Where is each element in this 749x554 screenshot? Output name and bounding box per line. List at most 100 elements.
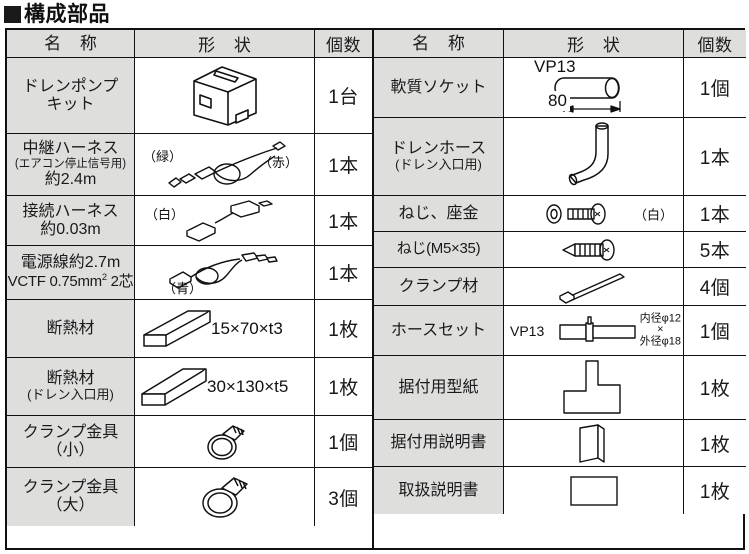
relay-harness-icon: （緑） （赤） xyxy=(135,134,314,195)
table-row: ねじ(M5×35) xyxy=(374,232,746,268)
part-name-cell: 断熱材 (ドレン入口用) xyxy=(7,358,135,415)
table-row: 接続ハーネス 約0.03m xyxy=(7,196,372,246)
part-shape-cell: （白） xyxy=(135,196,315,245)
table-row: ホースセット VP13 xyxy=(374,306,746,356)
part-shape-cell: VP13 80 xyxy=(504,58,684,117)
insulation-block-large-icon: 30×130×t5 xyxy=(135,358,314,415)
part-qty-cell: 1台 xyxy=(315,58,372,133)
table-row: 据付用説明書 1枚 xyxy=(374,420,746,467)
part-qty-cell: 1枚 xyxy=(684,467,746,514)
header-qty-right: 個数 xyxy=(684,30,746,57)
table-row: クランプ金具 （大） xyxy=(7,468,372,526)
header-qty-left: 個数 xyxy=(315,30,372,57)
part-qty-cell: 4個 xyxy=(684,268,746,305)
part-name-cell: 中継ハーネス (エアコン停止信号用) 約2.4m xyxy=(7,134,135,195)
cable-tie-icon xyxy=(504,268,683,305)
part-qty-cell: 1個 xyxy=(684,58,746,117)
color-label-white: （白） xyxy=(145,207,185,222)
part-shape-cell: 15×70×t3 xyxy=(135,300,315,357)
page-title-text: 構成部品 xyxy=(24,2,110,26)
part-name-cell: 取扱説明書 xyxy=(374,467,504,514)
part-qty-cell: 1枚 xyxy=(315,300,372,357)
header-name-right: 名 称 xyxy=(374,30,504,57)
part-shape-cell xyxy=(504,232,684,267)
part-shape-cell: VP13 内径φ12 × 外径φ18 xyxy=(504,306,684,355)
part-shape-cell xyxy=(135,416,315,467)
page-title: 構成部品 xyxy=(0,0,749,26)
part-name-cell: 電源線約2.7m VCTF 0.75mm2 2芯 xyxy=(7,246,135,299)
dimension-label: 30×130×t5 xyxy=(207,376,289,396)
part-qty-cell: 1枚 xyxy=(684,356,746,419)
part-qty-cell: 1本 xyxy=(315,246,372,299)
diameter-annotation: 内径φ12 × 外径φ18 xyxy=(639,312,681,348)
part-name-cell: 接続ハーネス 約0.03m xyxy=(7,196,135,245)
table-header-row-right: 名 称 形 状 個数 xyxy=(374,30,746,58)
color-label-green: （緑） xyxy=(143,149,183,164)
part-qty-cell: 5本 xyxy=(684,232,746,267)
table-row: 軟質ソケット xyxy=(374,58,746,118)
table-row: 断熱材 15×70×t3 1枚 xyxy=(7,300,372,358)
soft-socket-icon: VP13 80 xyxy=(504,58,683,117)
part-name-cell: 断熱材 xyxy=(7,300,135,357)
part-qty-cell: 1枚 xyxy=(684,420,746,466)
part-name-cell: ドレンポンプ キット xyxy=(7,58,135,133)
part-name-cell: 据付用型紙 xyxy=(374,356,504,419)
part-name-cell: クランプ金具 （大） xyxy=(7,468,135,526)
part-shape-cell xyxy=(135,468,315,526)
drain-pump-unit-icon xyxy=(135,58,314,133)
part-shape-cell: （白） xyxy=(504,196,684,231)
connection-harness-icon: （白） xyxy=(135,196,314,245)
part-shape-cell xyxy=(504,118,684,195)
table-row: クランプ金具 （小） xyxy=(7,416,372,468)
hose-set-icon: VP13 内径φ12 × 外径φ18 xyxy=(504,306,683,355)
pipe-spec-label: VP13 xyxy=(534,58,576,76)
pipe-spec-label: VP13 xyxy=(510,322,545,339)
part-name-cell: クランプ材 xyxy=(374,268,504,305)
part-name-cell: 軟質ソケット xyxy=(374,58,504,117)
table-row: ドレンポンプ キット xyxy=(7,58,372,134)
color-label-blue: （青） xyxy=(163,281,203,296)
part-shape-cell: 30×130×t5 xyxy=(135,358,315,415)
header-shape-left: 形 状 xyxy=(135,30,315,57)
part-qty-cell: 1個 xyxy=(684,306,746,355)
part-shape-cell xyxy=(135,58,315,133)
screw-icon xyxy=(504,232,683,267)
parts-list-table: 名 称 形 状 個数 ドレンポンプ キット xyxy=(5,28,746,550)
part-shape-cell xyxy=(504,356,684,419)
part-shape-cell xyxy=(504,420,684,466)
part-shape-cell xyxy=(504,467,684,514)
operation-manual-icon xyxy=(504,467,683,514)
part-name-cell: ねじ、座金 xyxy=(374,196,504,231)
table-row: 電源線約2.7m VCTF 0.75mm2 2芯 xyxy=(7,246,372,300)
drain-hose-elbow-icon xyxy=(504,118,683,195)
part-qty-cell: 1本 xyxy=(315,134,372,195)
insulation-block-icon: 15×70×t3 xyxy=(135,300,314,357)
parts-table-right-half: 名 称 形 状 個数 軟質ソケット xyxy=(372,30,746,548)
part-name-cell: 据付用説明書 xyxy=(374,420,504,466)
installation-manual-icon xyxy=(504,420,683,466)
table-header-row-left: 名 称 形 状 個数 xyxy=(7,30,372,58)
header-name-left: 名 称 xyxy=(7,30,135,57)
part-qty-cell: 1本 xyxy=(684,196,746,231)
part-qty-cell: 3個 xyxy=(315,468,372,526)
screw-and-washer-icon: （白） xyxy=(504,196,683,231)
mounting-template-icon xyxy=(504,356,683,419)
table-row: ドレンホース (ドレン入口用) 1本 xyxy=(374,118,746,196)
table-row: クランプ材 4個 xyxy=(374,268,746,306)
part-name-cell: ねじ(M5×35) xyxy=(374,232,504,267)
part-name-cell: クランプ金具 （小） xyxy=(7,416,135,467)
part-name-cell: ドレンホース (ドレン入口用) xyxy=(374,118,504,195)
power-cord-icon: （青） xyxy=(135,246,314,299)
dimension-label: 15×70×t3 xyxy=(211,318,283,338)
part-qty-cell: 1本 xyxy=(684,118,746,195)
table-row: 据付用型紙 1枚 xyxy=(374,356,746,420)
power-cord-spec: VCTF 0.75mm2 2芯 xyxy=(7,272,134,291)
length-label: 80 xyxy=(545,91,570,111)
table-row: 取扱説明書 1枚 xyxy=(374,467,746,514)
header-shape-right: 形 状 xyxy=(504,30,684,57)
table-row: ねじ、座金 xyxy=(374,196,746,232)
table-row: 断熱材 (ドレン入口用) 30×130×t5 xyxy=(7,358,372,416)
part-qty-cell: 1枚 xyxy=(315,358,372,415)
part-shape-cell xyxy=(504,268,684,305)
part-qty-cell: 1個 xyxy=(315,416,372,467)
